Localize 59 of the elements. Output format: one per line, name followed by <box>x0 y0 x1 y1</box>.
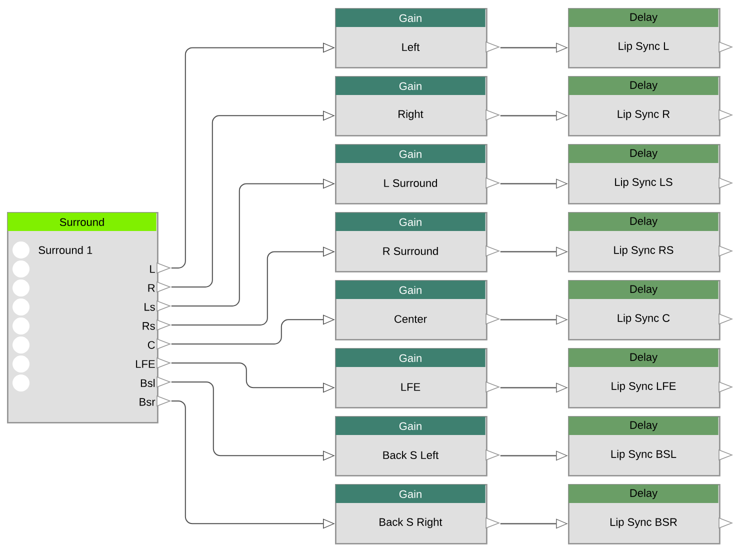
gain-block <box>335 280 488 340</box>
gain-block <box>335 416 488 476</box>
block-title: Delay <box>630 488 658 500</box>
block-title: Delay <box>630 12 658 24</box>
block-label: Lip Sync LS <box>615 178 672 188</box>
delay-block <box>568 348 720 408</box>
block-title: Gain <box>399 286 422 294</box>
block-label: Surround 1 <box>38 246 92 254</box>
block-label: LFE <box>401 383 420 391</box>
block-title: Gain <box>399 490 422 498</box>
block-label: Lip Sync C <box>618 314 670 324</box>
gain-block <box>335 348 488 408</box>
delay-block <box>568 212 720 272</box>
delay-block <box>568 76 720 136</box>
block-label: Left <box>402 42 420 52</box>
delay-block <box>568 280 720 340</box>
block-title: Delay <box>630 352 658 364</box>
block-title: Gain <box>399 82 422 90</box>
port-label: Bsl <box>140 378 155 388</box>
block-title: Delay <box>630 284 658 296</box>
gain-block <box>335 76 488 136</box>
block-label: Lip Sync BSR <box>610 518 677 528</box>
block-label: Lip Sync RS <box>614 246 674 256</box>
port-label: C <box>148 341 155 349</box>
port-label: LFE <box>136 360 155 368</box>
block-label: Lip Sync R <box>618 110 670 120</box>
block-label: Center <box>394 315 427 323</box>
delay-block <box>568 8 720 68</box>
port-label: R <box>148 284 155 292</box>
block-title: Gain <box>399 14 422 22</box>
block-title: Gain <box>399 150 422 158</box>
gain-block <box>335 484 488 544</box>
block-label: Right <box>398 110 424 120</box>
block-title: Delay <box>630 148 658 160</box>
delay-block <box>568 144 720 204</box>
block-label: R Surround <box>383 246 438 256</box>
block-label: Back S Right <box>380 518 442 528</box>
block-title: Gain <box>399 422 422 430</box>
port-label: Rs <box>142 322 155 330</box>
gain-block <box>335 8 488 68</box>
port-label: Bsr <box>140 398 156 406</box>
block-label: Lip Sync L <box>618 42 669 52</box>
port-label: Ls <box>144 303 155 311</box>
block-title: Delay <box>630 216 658 228</box>
port-label: L <box>150 265 155 273</box>
block-title: Surround <box>60 218 104 226</box>
delay-block <box>568 416 720 476</box>
gain-block <box>335 212 488 272</box>
block-title: Gain <box>399 354 422 362</box>
block-title: Delay <box>630 80 658 92</box>
gain-block <box>335 144 488 204</box>
delay-block <box>568 484 720 544</box>
block-label: L Surround <box>384 178 437 188</box>
block-label: Back S Left <box>383 450 439 460</box>
block-title: Gain <box>399 218 422 226</box>
surround-block <box>7 212 158 424</box>
block-title: Delay <box>630 420 658 432</box>
block-label: Lip Sync BSL <box>611 450 676 460</box>
block-label: Lip Sync LFE <box>612 382 676 392</box>
